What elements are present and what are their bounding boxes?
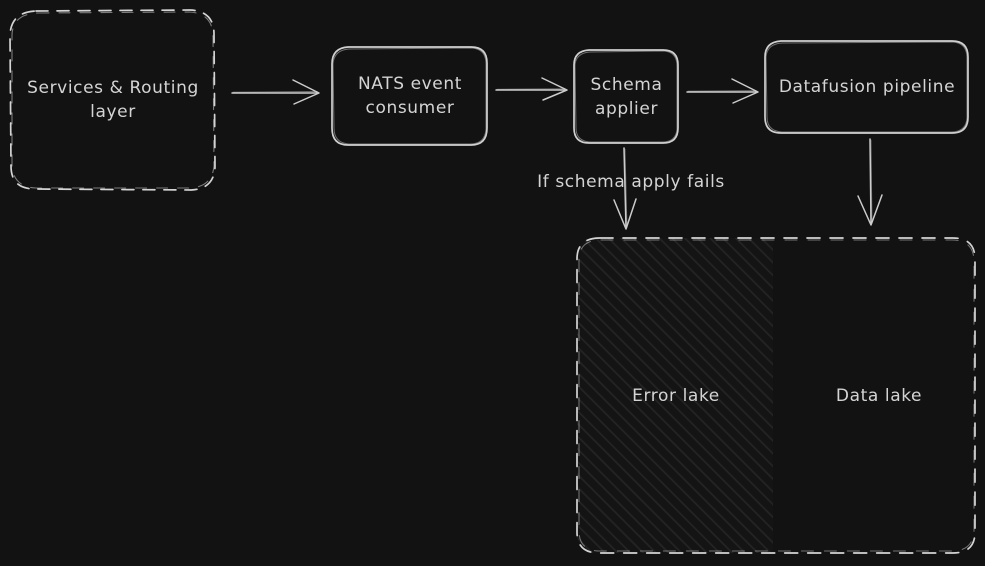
node-services-routing-layer[interactable] xyxy=(9,9,216,191)
node-nats-event-consumer[interactable] xyxy=(331,46,488,146)
node-datafusion-pipeline[interactable] xyxy=(764,40,969,134)
edge-nats-to-schema[interactable] xyxy=(495,77,568,101)
edge-schema-to-error-lake[interactable] xyxy=(613,147,637,230)
edge-services-to-nats[interactable] xyxy=(231,79,320,105)
error-lake-hatch-fill xyxy=(577,238,773,553)
edge-schema-to-datafusion[interactable] xyxy=(686,78,759,104)
edge-datafusion-to-data-lake[interactable] xyxy=(857,138,883,226)
node-lakes-container[interactable] xyxy=(576,237,976,554)
node-schema-applier[interactable] xyxy=(573,49,679,144)
